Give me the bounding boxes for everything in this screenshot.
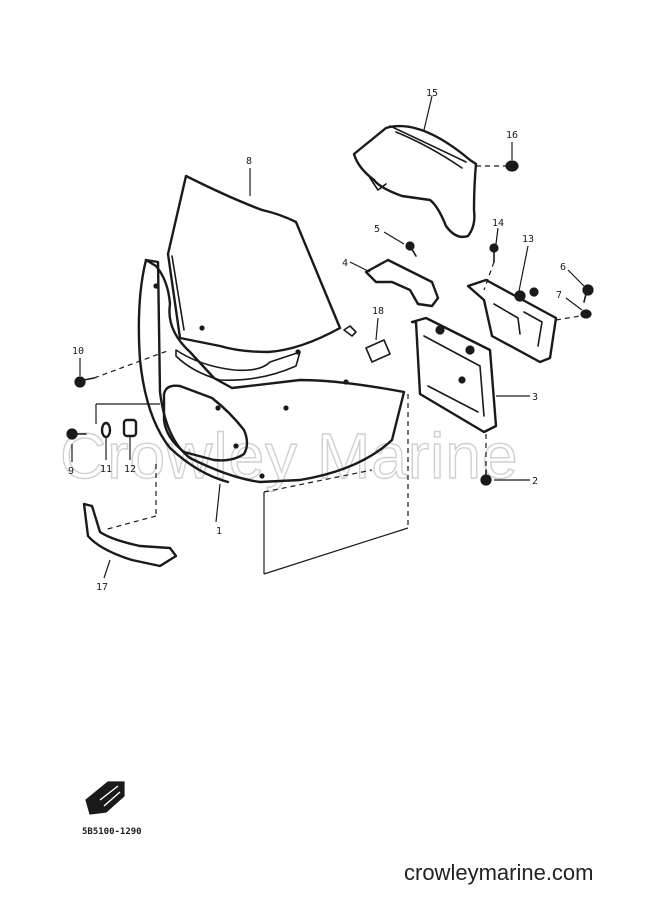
part-bolt-2[interactable] [480, 469, 492, 486]
callout-10: 10 [72, 346, 84, 357]
part-bolt-9[interactable] [66, 428, 87, 440]
callout-6: 6 [560, 262, 566, 273]
callout-4: 4 [342, 258, 348, 269]
callout-3: 3 [532, 392, 538, 403]
part-meter-cover[interactable] [352, 124, 478, 239]
part-nut-16[interactable] [505, 160, 519, 172]
part-bolt-14[interactable] [489, 243, 499, 263]
callout-7: 7 [556, 290, 562, 301]
callout-16: 16 [506, 130, 518, 141]
part-bolt-5[interactable] [405, 241, 417, 257]
callout-17: 17 [96, 582, 108, 593]
part-washer-7[interactable] [580, 309, 592, 319]
site-url-link[interactable]: crowleymarine.com [404, 860, 594, 885]
callout-14: 14 [492, 218, 504, 229]
callout-8: 8 [246, 156, 252, 167]
part-plate-18[interactable] [365, 339, 391, 363]
part-washer-11[interactable] [100, 421, 112, 439]
callout-labels: 1 2 3 4 5 6 7 8 9 10 11 12 13 14 15 16 1… [68, 88, 566, 593]
fairing-pictogram-icon [85, 781, 125, 815]
callout-9: 9 [68, 466, 74, 477]
callout-1: 1 [216, 526, 222, 537]
part-bracket-4[interactable] [364, 258, 440, 308]
callout-5: 5 [374, 224, 380, 235]
part-fairing[interactable] [137, 258, 406, 484]
part-bolt-6[interactable] [582, 284, 594, 303]
callout-11: 11 [100, 464, 112, 475]
part-bracket-13[interactable] [466, 278, 558, 364]
callout-2: 2 [532, 476, 538, 487]
part-trim-17[interactable] [82, 502, 178, 568]
callout-13: 13 [522, 234, 534, 245]
part-bolt-10[interactable] [74, 376, 95, 388]
part-stay-3[interactable] [410, 316, 498, 434]
callout-18: 18 [372, 306, 384, 317]
leader-lines [71, 95, 585, 579]
part-windscreen[interactable] [166, 174, 357, 355]
diagram-code: 5B5100-1290 [82, 827, 142, 837]
callout-15: 15 [426, 88, 438, 99]
callout-12: 12 [124, 464, 136, 475]
